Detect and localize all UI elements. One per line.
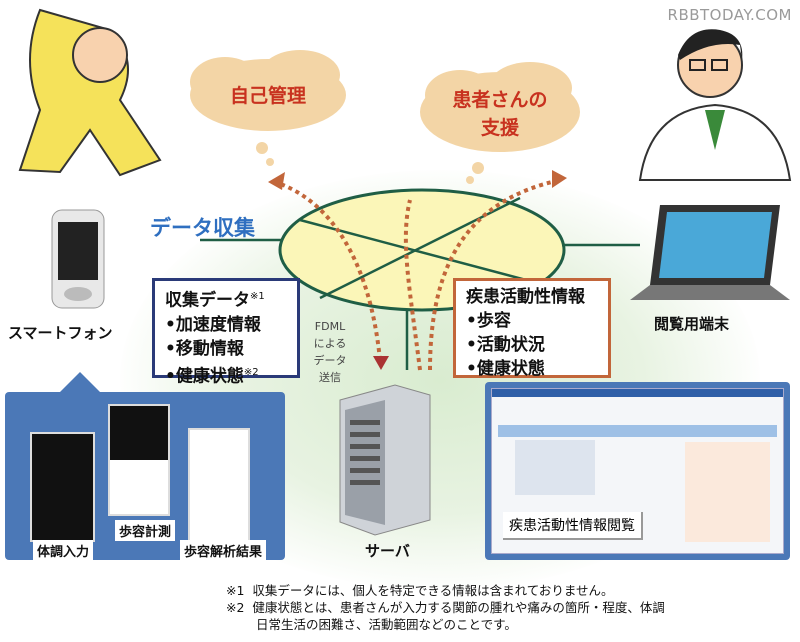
collected-title: 収集データ (165, 290, 250, 311)
disease-activity-box: 疾患活動性情報 •歩容 •活動状況 •健康状態 (453, 278, 611, 379)
data-collection-title: データ収集 (150, 216, 255, 240)
viewer-caption: 疾患活動性情報閲覧 (503, 512, 643, 540)
cloud-patient-support-label: 患者さんの 支援 (430, 86, 570, 142)
viewer-body-chart (685, 442, 770, 542)
note-mark-2: ※2 (243, 366, 259, 378)
cloud-patient-support (420, 62, 580, 184)
phone-screen-gait (108, 404, 170, 516)
cloud-support-line1: 患者さんの (452, 89, 548, 111)
caption-condition-input: 体調入力 (33, 540, 94, 561)
viewer-window: 疾患活動性情報閲覧 (491, 388, 784, 554)
fdml-line: 送信 (319, 371, 341, 384)
footnote-1: 収集データには、個人を特定できる情報は含まれておりません。 (252, 583, 614, 598)
phone-screen-condition (30, 432, 95, 542)
server-icon (339, 384, 431, 536)
collected-item: •健康状態 (165, 366, 244, 387)
collected-data-box: 収集データ※1 •加速度情報 •移動情報 •健康状態※2 (152, 278, 300, 386)
disease-item: •活動状況 (466, 335, 545, 355)
footnote-2: 健康状態とは、患者さんが入力する関節の腫れや痛みの箇所・程度、体調 (252, 600, 665, 615)
footnotes: ※1 収集データには、個人を特定できる情報は含まれておりません。 ※2 健康状態… (226, 582, 665, 633)
disease-item: •歩容 (466, 311, 511, 331)
viewer-calendar (515, 440, 595, 495)
server-label: サーバ (365, 542, 410, 560)
collected-item: •加速度情報 (165, 314, 261, 335)
fdml-line: による (313, 337, 347, 350)
disease-title: 疾患活動性情報 (466, 287, 585, 307)
cloud-support-line2: 支援 (480, 117, 519, 139)
laptop-icon (630, 205, 790, 300)
viewer-titlebar (492, 389, 783, 397)
cloud-self-management (190, 50, 346, 166)
terminal-label: 閲覧用端末 (654, 315, 730, 333)
doctor-illustration (638, 29, 792, 181)
fdml-line: FDML (314, 320, 346, 333)
dotted-arrows (274, 178, 561, 371)
phone-screen-analysis (188, 428, 250, 543)
smartphone-screens-panel: 体調入力 歩容計測 歩容解析結果 (5, 392, 285, 561)
smartphone-label: スマートフォン (8, 324, 113, 342)
cloud-self-management-label: 自己管理 (229, 85, 306, 107)
footnote-mark: ※1 (226, 583, 245, 598)
footnote-2-cont: 日常生活の困難さ、活動範囲などのことです。 (256, 617, 517, 632)
smartphone-icon (51, 209, 105, 309)
exercising-person-illustration (18, 8, 162, 177)
fdml-line: データ (313, 354, 347, 367)
caption-gait-analysis: 歩容解析結果 (180, 540, 267, 561)
watermark: RBBTODAY.COM (667, 6, 792, 24)
fdml-label: FDML による データ 送信 (308, 318, 352, 386)
note-mark-1: ※1 (250, 291, 265, 302)
callout-pointer (58, 372, 102, 394)
collected-item: •移動情報 (165, 338, 244, 359)
footnote-mark: ※2 (226, 600, 245, 615)
viewer-screen-panel: 疾患活動性情報閲覧 (485, 382, 790, 560)
disease-item: •健康状態 (466, 359, 545, 379)
viewer-tabs (498, 425, 777, 437)
caption-gait-measure: 歩容計測 (115, 520, 176, 541)
